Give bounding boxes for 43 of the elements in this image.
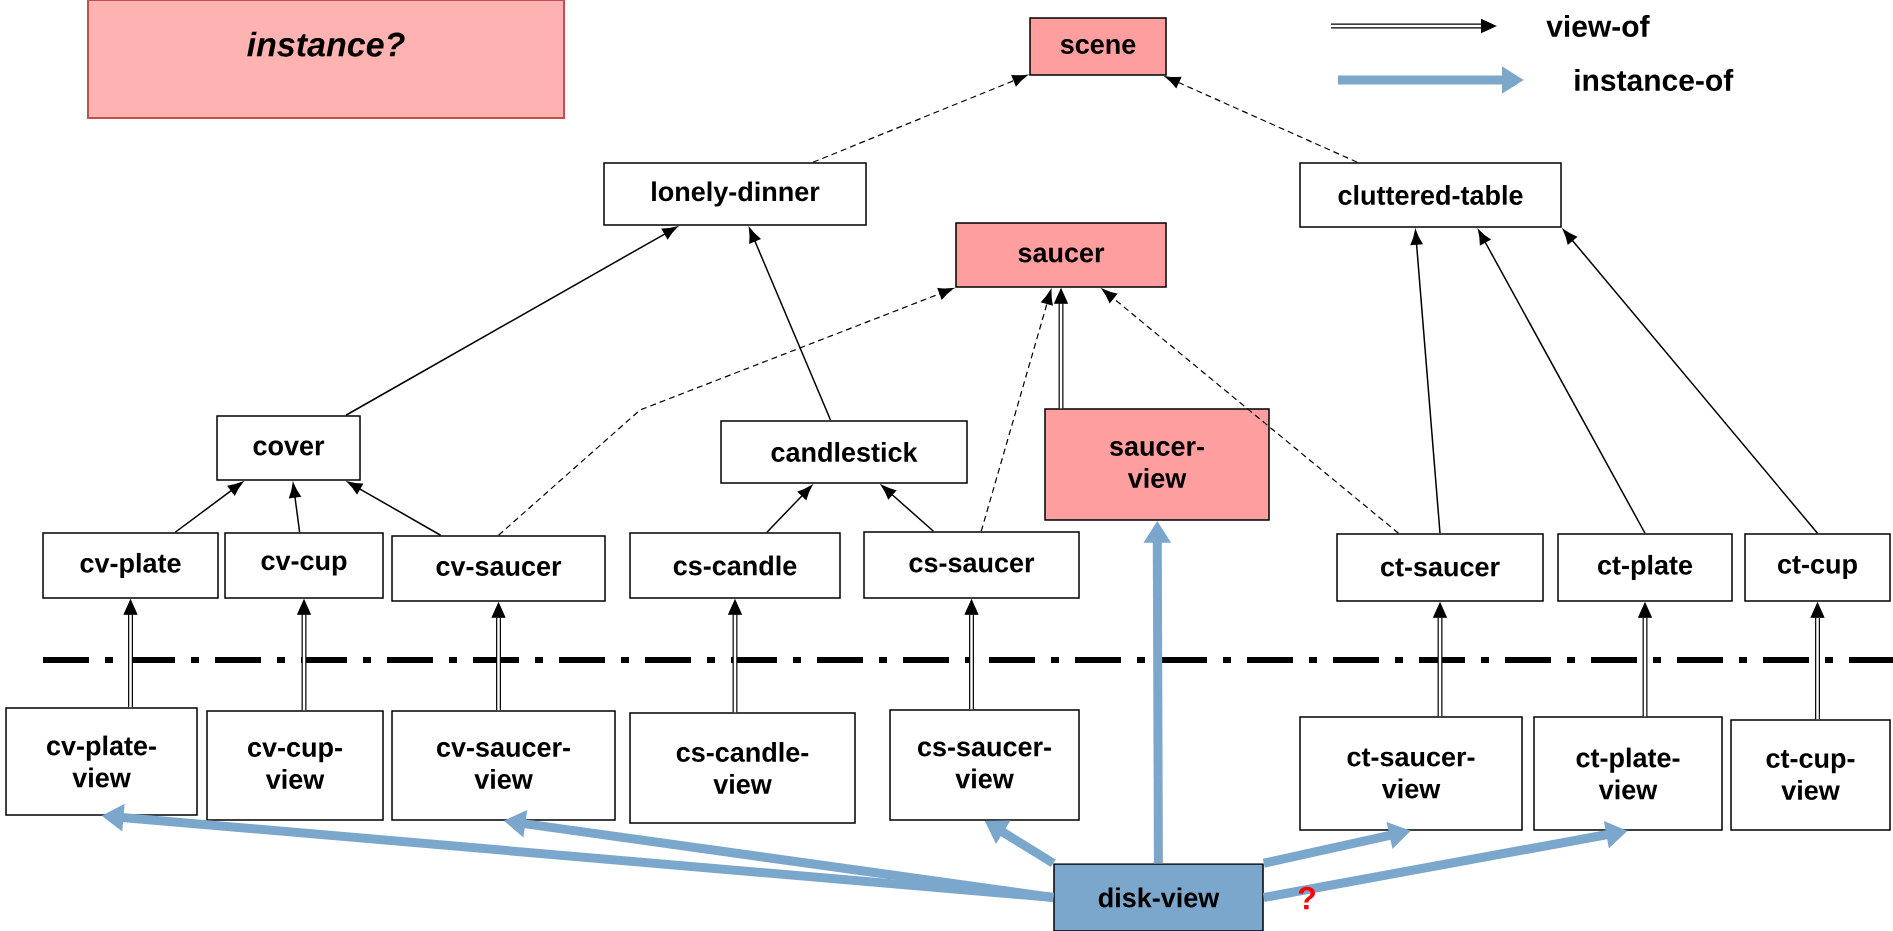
class-box: ct-plate: [1557, 533, 1733, 602]
class-box: scene: [1029, 17, 1167, 76]
arrow: [174, 481, 243, 533]
class-box: cv-plate: [42, 532, 219, 599]
arrow: [881, 485, 935, 532]
arrow: [497, 288, 954, 536]
arrow: [1562, 229, 1819, 534]
arrow: [345, 226, 678, 416]
question-mark: ?: [1298, 886, 1315, 910]
arrow: [1410, 230, 1441, 534]
arrow: [812, 74, 1028, 163]
class-box: cs-saucer-view: [889, 709, 1080, 821]
arrow: [766, 485, 813, 533]
class-box: ct-cup: [1744, 533, 1891, 602]
class-box: cs-candle: [629, 532, 841, 599]
class-box: saucer-view: [1044, 408, 1270, 521]
arrow: [347, 481, 442, 536]
legend-label: view-of: [1546, 15, 1650, 37]
class-box: ct-plate-view: [1533, 716, 1723, 831]
class-box: ct-cup-view: [1730, 719, 1891, 831]
class-box: cv-saucer-view: [391, 710, 616, 821]
question-box: instance?: [87, 0, 565, 119]
arrow: [1165, 76, 1358, 163]
legend-label: instance-of: [1575, 69, 1734, 91]
class-box: cv-cup-view: [206, 710, 384, 821]
class-box: saucer: [955, 222, 1167, 288]
arrow: [1101, 288, 1400, 534]
class-box: cs-saucer: [863, 531, 1080, 599]
class-box: ct-saucer: [1336, 533, 1544, 602]
class-box: cluttered-table: [1299, 162, 1562, 228]
class-box: lonely-dinner: [603, 162, 867, 226]
instance-box: disk-view: [1053, 863, 1264, 931]
class-box: cv-saucer: [391, 535, 606, 602]
arrow: [1478, 229, 1646, 534]
class-box: cv-plate-view: [5, 707, 198, 816]
class-box: cs-candle-view: [629, 712, 856, 824]
arrow: [980, 289, 1053, 532]
class-box: candlestick: [720, 420, 968, 484]
class-box: cover: [216, 415, 361, 481]
class-box: cv-cup: [224, 532, 384, 599]
arrow: [289, 483, 301, 533]
class-box: ct-saucer-view: [1299, 716, 1523, 831]
arrow: [748, 227, 832, 421]
